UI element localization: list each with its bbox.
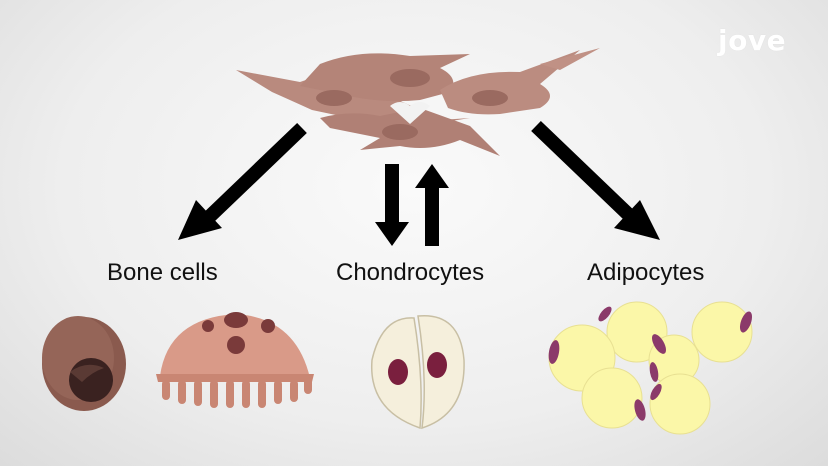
stem-cell-nucleus-2 xyxy=(316,90,352,106)
stem-cell-cluster xyxy=(236,48,600,156)
stem-cell-nucleus-4 xyxy=(382,124,418,140)
chondrocyte-cells xyxy=(371,314,465,430)
differentiation-arrows xyxy=(178,120,660,246)
arrow-up-from-chondrocytes xyxy=(415,164,449,246)
label-bone-cells: Bone cells xyxy=(107,259,218,286)
chondrocyte-nucleus-2 xyxy=(427,352,447,378)
stem-cell-nucleus-1 xyxy=(390,69,430,87)
adipocyte-nuclei xyxy=(548,306,753,421)
chondrocyte-nucleus-1 xyxy=(388,359,408,385)
stem-cell-nucleus-3 xyxy=(472,90,508,106)
arrow-to-adipocytes xyxy=(531,120,660,240)
arrow-to-bone-cells xyxy=(178,122,307,240)
label-chondrocytes: Chondrocytes xyxy=(336,259,485,286)
stem-cell-top xyxy=(300,53,470,102)
jove-watermark-logo: jove xyxy=(718,24,787,57)
osteocyte-cell xyxy=(42,316,126,411)
adipocyte-cluster xyxy=(548,301,753,435)
osteoclast-cell xyxy=(156,312,314,408)
arrow-down-to-chondrocytes xyxy=(375,164,409,246)
label-adipocytes: Adipocytes xyxy=(587,259,705,286)
stem-cell-heart-gap xyxy=(390,102,430,124)
osteoclast-nuclei xyxy=(202,312,275,354)
stem-cell-upper-tail xyxy=(540,48,600,70)
osteocyte-nucleus xyxy=(69,358,113,402)
